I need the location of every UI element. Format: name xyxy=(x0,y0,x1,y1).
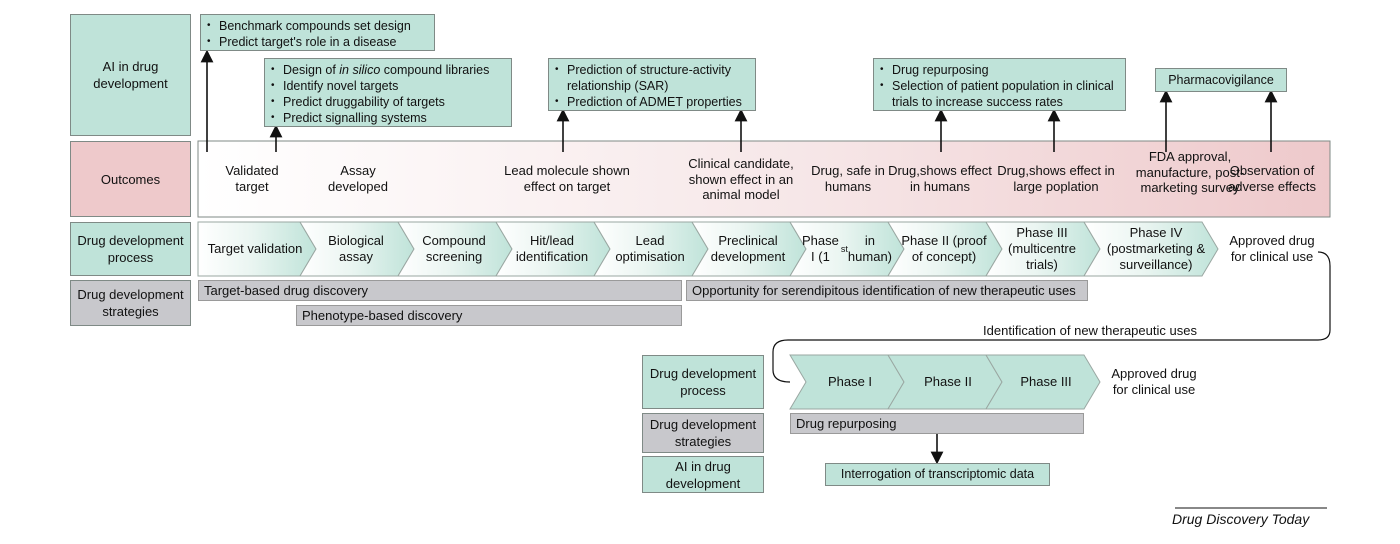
outcome-adverse-effects: Observation of adverse effects xyxy=(1228,163,1316,194)
step-phase-3: Phase III (multicentre trials) xyxy=(1008,225,1076,272)
rep-approved-drug-label: Approved drug for clinical use xyxy=(1111,366,1197,397)
ai-box-2-item: Predict signalling systems xyxy=(271,110,505,126)
ai-box-5: Pharmacovigilance xyxy=(1155,68,1287,92)
ai-box-4-item: Selection of patient population in clini… xyxy=(880,78,1119,110)
rep-ai-box: Interrogation of transcriptomic data xyxy=(825,463,1050,486)
row-label-outcomes: Outcomes xyxy=(70,141,191,217)
step-target-validation: Target validation xyxy=(207,241,303,256)
rep-row-label-ai: AI in drug development xyxy=(642,456,764,493)
process-chevrons xyxy=(197,221,1219,277)
row-label-ai: AI in drug development xyxy=(70,14,191,136)
ordinal-suffix: st xyxy=(840,244,848,254)
outcome-validated-target: Validated target xyxy=(225,163,279,194)
outcome-fda-approval: FDA approval, manufacture, post-marketin… xyxy=(1135,149,1245,195)
outcomes-band xyxy=(197,140,1331,218)
chevron-rep-phase-3 xyxy=(985,354,1101,410)
ai-box-3-item: Prediction of ADMET properties xyxy=(555,94,749,110)
ai-box-1: Benchmark compounds set design Predict t… xyxy=(200,14,435,51)
outcome-clinical-candidate: Clinical candidate, shown effect in an a… xyxy=(688,156,794,202)
step-lead-optimisation: Lead optimisation xyxy=(615,233,685,264)
step-hit-lead: Hit/lead identification xyxy=(515,233,589,264)
ai-box-3-item: Prediction of structure-activity relatio… xyxy=(555,62,749,94)
loop-connector xyxy=(772,251,1331,383)
strategy-serendipitous: Opportunity for serendipitous identifica… xyxy=(686,280,1088,301)
strategy-phenotype-based: Phenotype-based discovery xyxy=(296,305,682,326)
credit-text: Drug Discovery Today xyxy=(1172,511,1310,527)
chevron-phase-4 xyxy=(1083,221,1219,277)
step-biological-assay: Biological assay xyxy=(328,233,384,264)
ai-box-2-item: Design of in silico compound libraries xyxy=(271,62,505,78)
step-phase-2: Phase II (proof of concept) xyxy=(901,233,987,264)
rep-row-label-process: Drug development process xyxy=(642,355,764,409)
in-silico-emphasis: in silico xyxy=(339,63,381,77)
outcome-safe-in-humans: Drug, safe in humans xyxy=(811,163,885,194)
strategy-target-based: Target-based drug discovery xyxy=(198,280,682,301)
repurposing-chevrons xyxy=(789,354,1101,410)
ai-box-1-item: Predict target's role in a disease xyxy=(207,34,428,50)
row-label-strategies: Drug development strategies xyxy=(70,280,191,326)
ai-box-4: Drug repurposing Selection of patient po… xyxy=(873,58,1126,111)
ai-box-2: Design of in silico compound libraries I… xyxy=(264,58,512,127)
strategy-drug-repurposing: Drug repurposing xyxy=(790,413,1084,434)
ai-box-3: Prediction of structure-activity relatio… xyxy=(548,58,756,111)
rep-step-phase-2: Phase II xyxy=(924,374,972,389)
loop-label: Identification of new therapeutic uses xyxy=(983,323,1197,338)
rep-step-phase-3: Phase III xyxy=(1020,374,1072,389)
outcome-assay-developed: Assay developed xyxy=(328,163,388,194)
step-preclinical: Preclinical development xyxy=(710,233,786,264)
approved-drug-label: Approved drug for clinical use xyxy=(1229,233,1315,264)
step-compound-screening: Compound screening xyxy=(422,233,486,264)
outcome-lead-molecule: Lead molecule shown effect on target xyxy=(504,163,630,194)
ai-box-2-item: Identify novel targets xyxy=(271,78,505,94)
ai-box-4-item: Drug repurposing xyxy=(880,62,1119,78)
row-label-process: Drug development process xyxy=(70,222,191,276)
ai-box-2-item: Predict druggability of targets xyxy=(271,94,505,110)
outcome-large-population: Drug,shows effect in large poplation xyxy=(997,163,1115,194)
outcome-effect-in-humans: Drug,shows effect in humans xyxy=(888,163,992,194)
rep-step-phase-1: Phase I xyxy=(827,374,873,389)
step-phase-4: Phase IV (postmarketing & surveillance) xyxy=(1106,225,1206,272)
ai-box-1-item: Benchmark compounds set design xyxy=(207,18,428,34)
rep-row-label-strategies: Drug development strategies xyxy=(642,413,764,453)
